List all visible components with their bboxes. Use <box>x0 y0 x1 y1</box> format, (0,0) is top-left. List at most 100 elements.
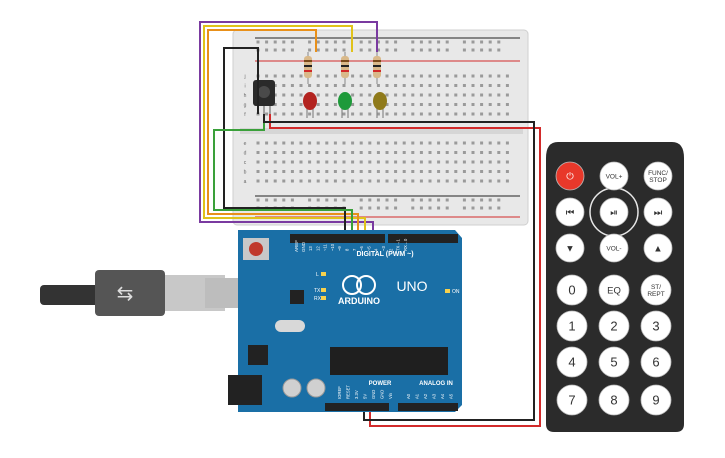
breadboard-hole <box>402 74 406 78</box>
reset-button[interactable] <box>249 242 263 256</box>
breadboard-hole <box>342 179 346 183</box>
row-letter: f <box>244 112 246 118</box>
breadboard-hole <box>454 160 458 164</box>
remote-button-four[interactable]: 4 <box>556 346 588 378</box>
breadboard-hole <box>394 93 398 97</box>
remote-button-six[interactable]: 6 <box>640 346 672 378</box>
remote-button-label: ⏭ <box>654 207 663 218</box>
remote-button-func-stop[interactable]: FUNC/STOP <box>643 161 673 191</box>
breadboard-hole <box>368 103 372 106</box>
breadboard-hole <box>411 179 415 183</box>
breadboard-hole <box>505 93 509 97</box>
breadboard-hole <box>265 141 269 145</box>
breadboard-hole <box>480 84 484 87</box>
breadboard-hole <box>505 112 509 116</box>
breadboard-hole <box>351 103 355 106</box>
rail-hole <box>445 40 449 44</box>
breadboard-hole <box>316 170 320 173</box>
remote-button-seven[interactable]: 7 <box>556 384 588 416</box>
remote-button-nine[interactable]: 9 <box>640 384 672 416</box>
breadboard-hole <box>265 74 269 78</box>
remote-button-prev[interactable]: ⏮ <box>555 197 585 227</box>
rail-hole <box>462 40 466 44</box>
breadboard-hole <box>256 179 260 183</box>
breadboard-hole <box>488 141 492 145</box>
remote-button-two[interactable]: 2 <box>598 310 630 342</box>
row-letter: b <box>244 170 247 176</box>
breadboard-hole <box>454 103 458 106</box>
breadboard-hole <box>402 151 406 154</box>
breadboard-hole <box>368 151 372 154</box>
usb-cable: ⇆ <box>40 270 243 316</box>
remote-button-down[interactable]: ▼ <box>555 233 585 263</box>
breadboard-hole <box>316 141 320 145</box>
breadboard-hole <box>351 179 355 183</box>
pin-label: A0 <box>406 393 411 399</box>
remote-button-vol-up[interactable]: VOL+ <box>599 161 629 191</box>
breadboard-hole <box>256 160 260 164</box>
remote-button-label: VOL+ <box>606 173 623 180</box>
led-yellow <box>373 92 387 118</box>
breadboard-hole <box>368 141 372 145</box>
breadboard-hole <box>437 103 441 106</box>
breadboard-hole <box>273 74 277 78</box>
remote-button-zero[interactable]: 0 <box>556 274 588 306</box>
pin-label: ~3 <box>381 246 386 251</box>
rail-hole <box>265 40 269 44</box>
breadboard-hole <box>419 74 423 78</box>
rail-hole <box>308 48 312 52</box>
rail-hole <box>273 198 277 202</box>
breadboard-hole <box>359 84 363 87</box>
remote-button-up[interactable]: ▲ <box>643 233 673 263</box>
remote-button-st-rept[interactable]: ST/REPT <box>640 274 672 306</box>
breadboard-hole <box>462 141 466 145</box>
rail-hole <box>480 48 484 52</box>
remote-button-vol-down[interactable]: VOL- <box>599 233 629 263</box>
breadboard-hole <box>497 179 501 183</box>
breadboard-hole <box>402 141 406 145</box>
rail-hole <box>282 40 286 44</box>
remote-button-play-pause[interactable]: ⏯ <box>599 197 629 227</box>
remote-button-power[interactable]: ⏻ <box>555 161 585 191</box>
rail-hole <box>471 206 475 210</box>
remote-button-label: 3 <box>652 319 659 334</box>
row-letter: j <box>243 74 245 80</box>
breadboard-hole <box>325 112 329 116</box>
breadboard-hole <box>445 141 449 145</box>
remote-button-eight[interactable]: 8 <box>598 384 630 416</box>
remote-button-three[interactable]: 3 <box>640 310 672 342</box>
remote-button-eq[interactable]: EQ <box>598 274 630 306</box>
breadboard-hole <box>497 103 501 106</box>
rail-hole <box>419 40 423 44</box>
breadboard-hole <box>411 151 415 154</box>
remote-button-five[interactable]: 5 <box>598 346 630 378</box>
breadboard-hole <box>282 84 286 87</box>
rail-hole <box>385 40 389 44</box>
breadboard-hole <box>273 179 277 183</box>
leds <box>303 92 387 118</box>
breadboard-hole <box>454 179 458 183</box>
analog-label: ANALOG IN <box>419 381 453 387</box>
breadboard-hole <box>316 151 320 154</box>
remote-button-label: 0 <box>568 283 575 298</box>
row-letter: c <box>244 160 247 166</box>
breadboard-hole <box>488 170 492 173</box>
rail-hole <box>428 40 432 44</box>
pin-label: 8 <box>345 248 350 251</box>
breadboard-hole <box>333 141 337 145</box>
remote-button-one[interactable]: 1 <box>556 310 588 342</box>
breadboard-hole <box>282 151 286 154</box>
crystal <box>275 320 305 332</box>
arduino-brand: ARDUINO <box>338 296 380 306</box>
rail-hole <box>488 206 492 210</box>
led-red <box>303 92 317 118</box>
breadboard-hole <box>402 112 406 116</box>
breadboard-hole <box>471 151 475 154</box>
breadboard-hole <box>282 112 286 116</box>
breadboard-hole <box>411 74 415 78</box>
remote-button-label: ST/ <box>651 284 661 291</box>
remote-button-next[interactable]: ⏭ <box>643 197 673 227</box>
rx-label: RX <box>314 296 322 302</box>
